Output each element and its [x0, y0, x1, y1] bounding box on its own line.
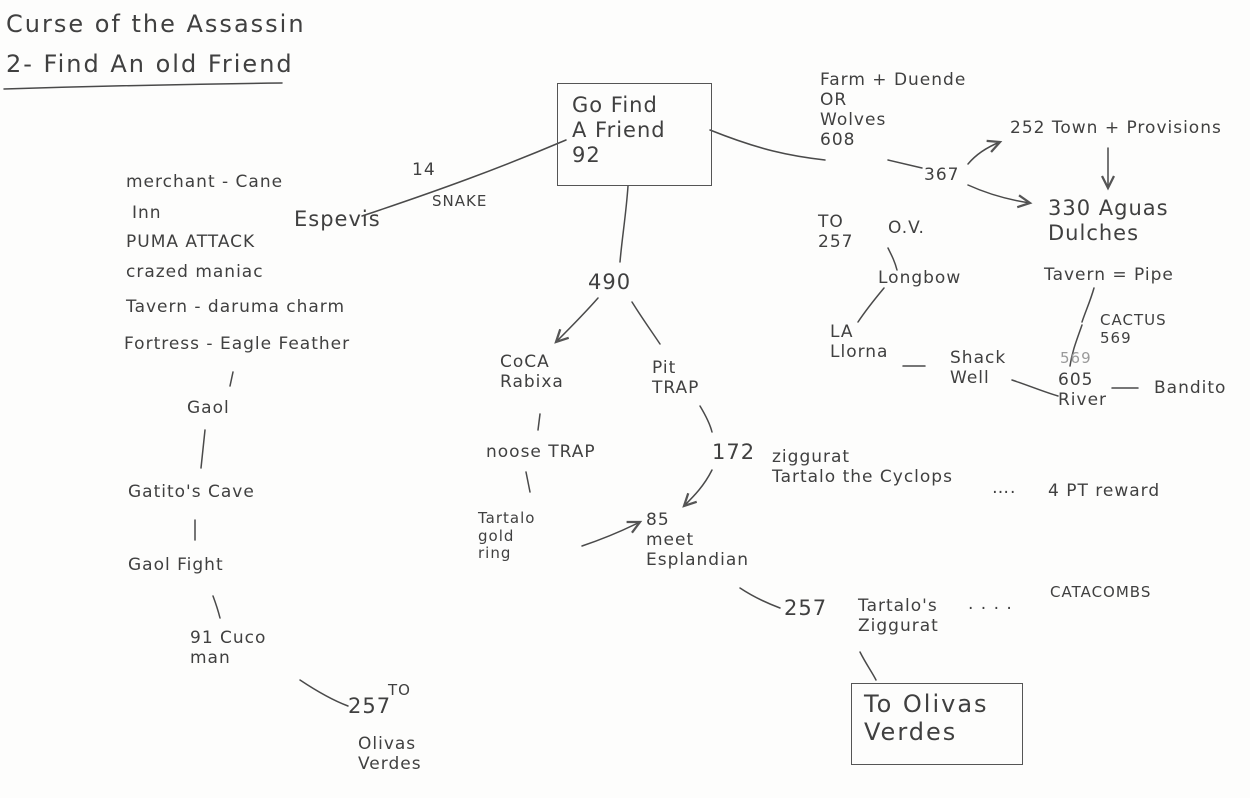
list-item: Fortress - Eagle Feather: [124, 334, 351, 354]
node-ov: O.V.: [888, 218, 925, 238]
node-569-faint: 569: [1060, 349, 1092, 367]
node-catacombs: CATACOMBS: [1050, 583, 1152, 601]
node-257-center: 257: [784, 596, 828, 620]
node-noose-trap: noose TRAP: [486, 442, 596, 462]
arrow-172-85: [682, 469, 713, 508]
title-line-2: 2- Find An old Friend: [6, 50, 294, 78]
link-shack-river: [1011, 379, 1059, 397]
link-608-367: [887, 159, 923, 169]
edge-label-snake: SNAKE: [432, 192, 488, 210]
node-367: 367: [924, 165, 960, 185]
start-box: [557, 83, 712, 186]
link-start-espevis: [361, 139, 567, 217]
node-gaol: Gaol: [187, 398, 230, 418]
node-espevis: Espevis: [294, 207, 381, 231]
node-pit-trap: Pit TRAP: [652, 358, 700, 399]
arrow-367-330: [967, 184, 1033, 209]
node-tartalo-ziggurat: Tartalo's Ziggurat: [858, 596, 939, 637]
node-gatito-cave: Gatito's Cave: [128, 482, 255, 502]
node-tartalo-gold-ring: Tartalo gold ring: [478, 509, 536, 563]
node-farm-duende-wolves-608: Farm + Duende OR Wolves 608: [820, 70, 967, 151]
start-label: Go Find A Friend 92: [572, 93, 666, 167]
catacombs-dots: . . . .: [968, 594, 1013, 614]
title-underline: [3, 82, 283, 90]
node-la-llorna: LA Llorna: [830, 322, 889, 363]
link-start-608: [709, 129, 826, 161]
edge-number-14: 14: [412, 160, 436, 180]
link-gaol-cave: [200, 429, 206, 469]
node-252-town-provisions: 252 Town + Provisions: [1010, 118, 1222, 138]
link-tavern-cactus: [1081, 287, 1095, 323]
node-cactus-569: CACTUS 569: [1100, 311, 1167, 347]
link-coca-noose: [537, 413, 541, 431]
link-fortress-gaol: [229, 371, 234, 387]
link-cuco-257: [299, 679, 349, 707]
link-noose-ring: [525, 471, 531, 493]
link-pit-172: [699, 405, 713, 433]
end-box: [851, 683, 1023, 765]
node-shack-well: Shack Well: [950, 348, 1007, 389]
node-4pt-reward: 4 PT reward: [1048, 481, 1161, 501]
link-490-pit: [631, 301, 661, 345]
arrow-ring-85: [581, 520, 643, 547]
node-longbow: Longbow: [878, 268, 962, 288]
arrow-490-coca: [554, 297, 599, 344]
reward-dots: ….: [992, 478, 1017, 498]
to-label: TO: [388, 681, 411, 699]
node-tavern-pipe: Tavern = Pipe: [1044, 265, 1174, 285]
node-605-river: 605 River: [1058, 370, 1108, 411]
node-gaol-fight: Gaol Fight: [128, 555, 224, 575]
link-start-490: [619, 185, 629, 263]
link-85-257: [739, 587, 781, 609]
node-172: 172: [712, 440, 756, 464]
list-item: PUMA ATTACK: [126, 232, 256, 252]
title-line-1: Curse of the Assassin: [6, 10, 306, 38]
list-item: Tavern - daruma charm: [126, 297, 346, 317]
link-fight-cuco: [212, 595, 221, 619]
link-cactus-river: [1069, 324, 1083, 367]
node-330-aguas-dulches: 330 Aguas Dulches: [1048, 196, 1169, 245]
link-to257-longbow: [887, 247, 898, 271]
node-cuco-man: 91 Cuco man: [190, 628, 267, 669]
node-257-west: 257: [348, 694, 392, 718]
node-olivas-verdes-west: Olivas Verdes: [358, 734, 422, 775]
node-490: 490: [588, 270, 632, 294]
node-85-meet-esplandian: 85 meet Esplandian: [646, 510, 750, 571]
list-item: merchant - Cane: [126, 172, 284, 192]
link-longbow-la: [857, 287, 885, 323]
end-label: To Olivas Verdes: [864, 690, 989, 747]
node-to-257-east: TO 257: [818, 212, 854, 253]
arrow-367-252: [967, 139, 1003, 165]
list-item: crazed maniac: [126, 262, 264, 282]
node-bandito: Bandito: [1154, 378, 1227, 398]
node-ziggurat-cyclops: ziggurat Tartalo the Cyclops: [772, 447, 953, 488]
list-item: Inn: [132, 203, 162, 223]
link-tz-end: [859, 651, 877, 681]
node-coca-rabixa: CoCA Rabixa: [500, 352, 564, 393]
